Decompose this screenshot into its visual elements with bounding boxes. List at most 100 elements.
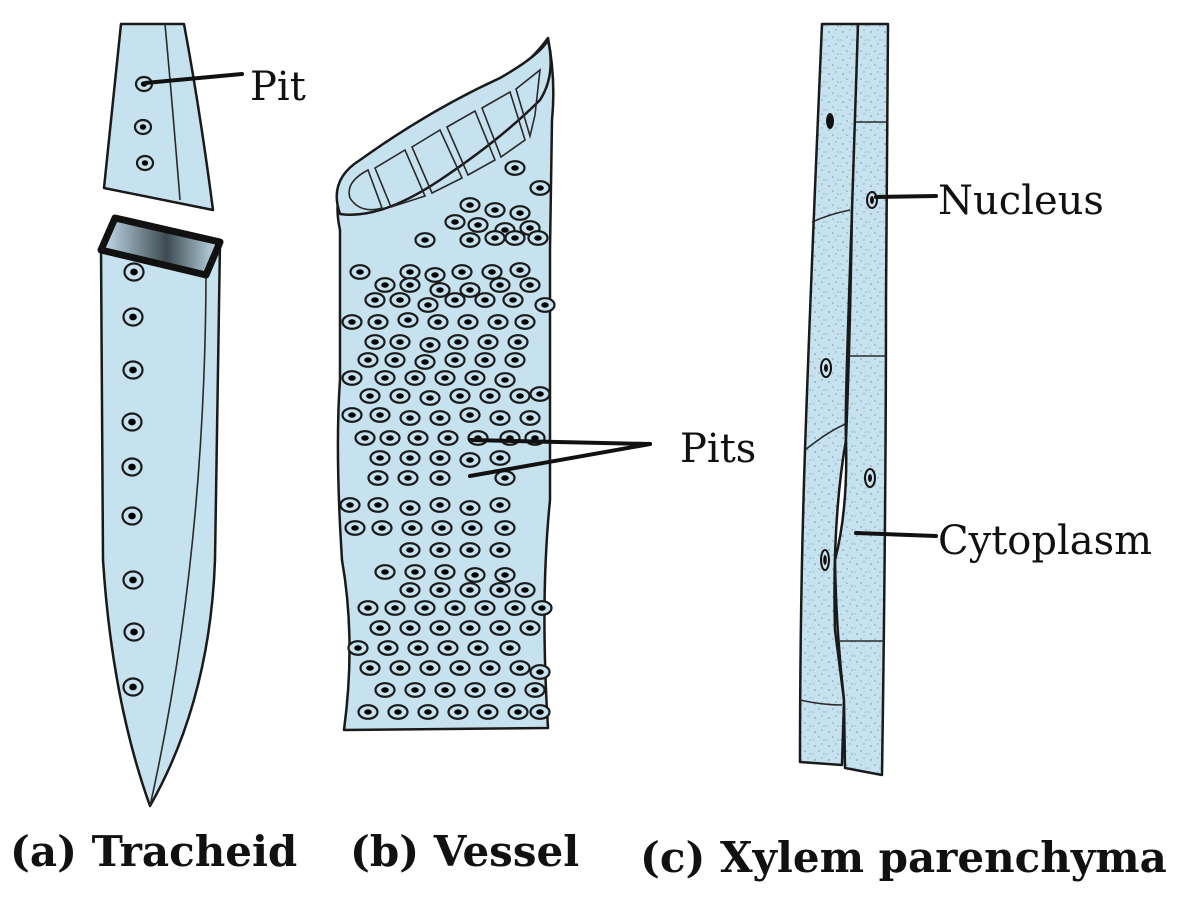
nucleus bbox=[826, 113, 834, 129]
pit-mark bbox=[509, 388, 531, 404]
pit-mark bbox=[389, 292, 411, 308]
pit-mark bbox=[467, 217, 489, 233]
pit-mark bbox=[489, 497, 511, 513]
pit-mark bbox=[434, 370, 456, 386]
vessel-perforation-plate bbox=[335, 38, 552, 216]
pit-mark bbox=[414, 354, 436, 370]
pit-mark bbox=[357, 600, 379, 616]
pit-mark bbox=[489, 450, 511, 466]
pit-mark bbox=[374, 682, 396, 698]
pit-mark bbox=[494, 470, 516, 486]
nucleus-label: Nucleus bbox=[938, 178, 1104, 224]
pit-mark bbox=[467, 430, 489, 446]
pit-mark bbox=[429, 470, 451, 486]
pit-mark bbox=[449, 660, 471, 676]
pit-mark bbox=[457, 314, 479, 330]
caption-vessel: (b) Vessel bbox=[350, 827, 579, 876]
pit-mark bbox=[349, 264, 371, 280]
pit-mark bbox=[357, 704, 379, 720]
tracheid-lower-pits bbox=[121, 262, 145, 697]
pit-mark bbox=[534, 297, 556, 313]
pit-mark bbox=[459, 232, 481, 248]
pit-mark bbox=[123, 262, 145, 282]
pit-mark bbox=[429, 620, 451, 636]
pit-mark bbox=[122, 677, 144, 697]
pit-mark bbox=[514, 582, 536, 598]
pit-mark bbox=[459, 542, 481, 558]
pit-mark bbox=[509, 262, 531, 278]
pit-mark bbox=[419, 390, 441, 406]
pit-mark bbox=[429, 410, 451, 426]
pit-mark bbox=[437, 640, 459, 656]
pit-mark bbox=[369, 620, 391, 636]
pit-mark bbox=[359, 388, 381, 404]
pit-mark bbox=[121, 412, 143, 432]
tracheid-drawing bbox=[97, 22, 224, 808]
pit-mark bbox=[397, 470, 419, 486]
pit-mark bbox=[451, 264, 473, 280]
caption-xylem-parenchyma: (c) Xylem parenchyma bbox=[640, 833, 1167, 882]
pit-mark bbox=[499, 640, 521, 656]
pit-mark bbox=[529, 180, 551, 196]
pit-mark bbox=[339, 497, 361, 513]
pit-mark bbox=[374, 277, 396, 293]
pit-mark bbox=[461, 520, 483, 536]
pit-mark bbox=[417, 297, 439, 313]
pit-mark bbox=[504, 600, 526, 616]
pit-mark bbox=[504, 160, 526, 176]
pit-mark bbox=[477, 334, 499, 350]
pit-mark bbox=[429, 497, 451, 513]
pits-leader-line-upper bbox=[468, 438, 652, 446]
pit-mark bbox=[399, 620, 421, 636]
pit-mark bbox=[474, 352, 496, 368]
pit-mark bbox=[427, 314, 449, 330]
pit-mark bbox=[429, 450, 451, 466]
pit-mark bbox=[399, 582, 421, 598]
pit-mark bbox=[341, 370, 363, 386]
pit-mark bbox=[494, 520, 516, 536]
pit-mark bbox=[464, 370, 486, 386]
pit-mark bbox=[387, 704, 409, 720]
pit-mark bbox=[529, 386, 551, 402]
nucleus bbox=[824, 364, 828, 372]
pit-mark bbox=[447, 704, 469, 720]
pit-mark bbox=[489, 277, 511, 293]
pit-mark bbox=[399, 450, 421, 466]
caption-tracheid: (a) Tracheid bbox=[10, 827, 297, 876]
pit-mark bbox=[524, 682, 546, 698]
pit-mark bbox=[397, 312, 419, 328]
cytoplasm-label: Cytoplasm bbox=[938, 518, 1152, 564]
pit-mark bbox=[429, 582, 451, 598]
pit-mark bbox=[377, 640, 399, 656]
pit-mark bbox=[367, 314, 389, 330]
tracheid-open-top bbox=[97, 214, 224, 279]
pit-mark bbox=[464, 567, 486, 583]
pit-mark bbox=[379, 430, 401, 446]
pit-mark bbox=[135, 154, 155, 172]
pits-label: Pits bbox=[680, 426, 756, 472]
pit-mark bbox=[369, 450, 391, 466]
pit-mark bbox=[399, 410, 421, 426]
pit-mark bbox=[529, 704, 551, 720]
pit-mark bbox=[459, 282, 481, 298]
pit-mark bbox=[507, 704, 529, 720]
pit-mark bbox=[424, 267, 446, 283]
parenchyma-right-column bbox=[833, 22, 890, 777]
pit-mark bbox=[481, 264, 503, 280]
pit-mark bbox=[371, 520, 393, 536]
pit-mark bbox=[487, 314, 509, 330]
pit-mark bbox=[407, 640, 429, 656]
pit-mark bbox=[459, 452, 481, 468]
pit-mark bbox=[467, 640, 489, 656]
pit-mark bbox=[399, 542, 421, 558]
pit-mark bbox=[122, 307, 144, 327]
pit-mark bbox=[449, 388, 471, 404]
pit-mark bbox=[527, 230, 549, 246]
pit-mark bbox=[444, 214, 466, 230]
pit-mark bbox=[434, 682, 456, 698]
pit-mark bbox=[122, 360, 144, 380]
pits-leader-line-lower bbox=[468, 442, 652, 478]
tracheid-upper-fragment bbox=[102, 22, 215, 212]
vessel-drawing bbox=[335, 36, 556, 732]
